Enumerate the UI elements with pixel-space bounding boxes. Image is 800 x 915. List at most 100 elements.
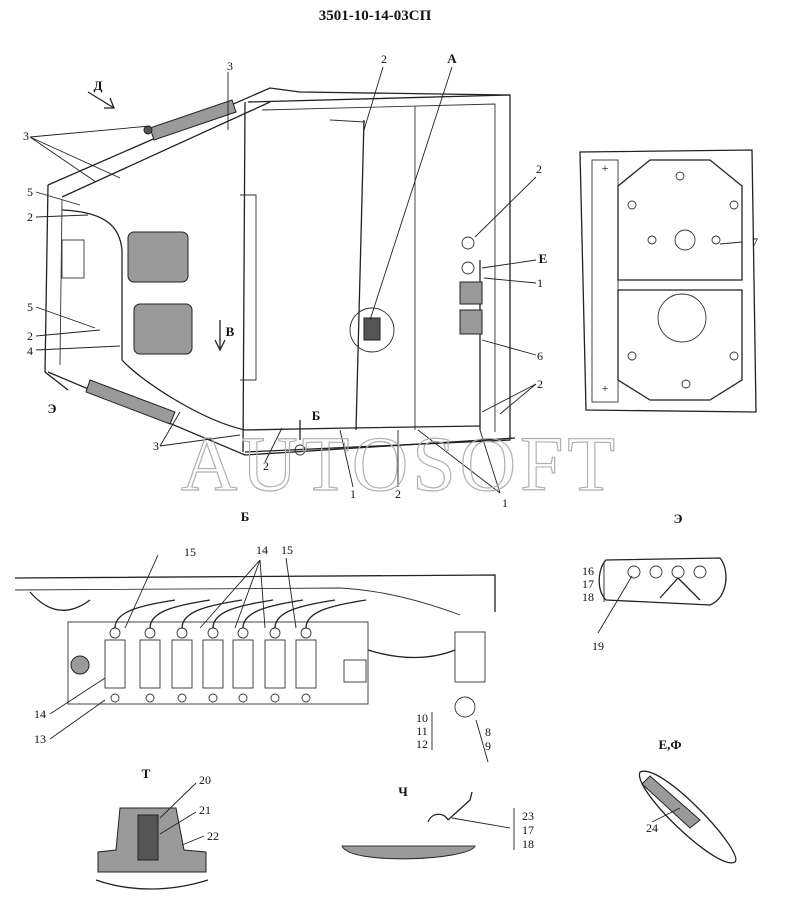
- leader-2-top: [363, 66, 384, 131]
- callout-6: 6: [537, 349, 543, 363]
- fuse-terminal-bottom: [301, 693, 311, 703]
- view-ch-title: Ч: [398, 784, 408, 799]
- callout-18: 18: [582, 590, 594, 604]
- view-e-terminal: Э 16 17 18 19: [582, 511, 727, 653]
- leader-4: [35, 345, 121, 351]
- view-t-title: Т: [142, 766, 151, 781]
- callout-2-top: 2: [381, 52, 387, 66]
- view-letter-a: А: [447, 51, 457, 66]
- view-ch-section: Ч 23 17 18: [341, 784, 534, 860]
- leader-e: [481, 259, 537, 269]
- fuse-terminal-bottom: [110, 693, 120, 703]
- callout-14-side: 14: [34, 707, 46, 721]
- fuse-terminal-top: [176, 627, 188, 639]
- relay-box: [61, 239, 85, 279]
- detail-a-component: [363, 317, 381, 341]
- leader-2-upper: [35, 214, 89, 218]
- fuse-terminal-top: [207, 627, 219, 639]
- callout-1-bottom-a: 1: [350, 487, 356, 501]
- panel-lower-plate: [617, 289, 743, 401]
- callout-5-upper: 5: [27, 185, 33, 199]
- callout-23: 23: [522, 809, 534, 823]
- leader-8-9: [475, 719, 489, 763]
- callout-17-ch: 17: [522, 823, 534, 837]
- callout-1-bottom-b: 1: [502, 496, 508, 510]
- front-pillar-inner: [59, 199, 63, 366]
- view-b-title: Б: [241, 509, 250, 524]
- panel-outline: [579, 149, 757, 413]
- bulb-clip: [427, 813, 449, 823]
- fuse-wire: [212, 599, 274, 629]
- view-arrow-d: [87, 91, 115, 109]
- fuse-terminal-top: [269, 627, 281, 639]
- screw-8: [681, 379, 691, 389]
- lamp-base-section: [341, 845, 476, 860]
- leader-23: [451, 817, 511, 829]
- side-unit-lower: [459, 309, 483, 335]
- leader-1-right: [483, 277, 537, 284]
- leader-2-right-low: [481, 383, 537, 415]
- callout-9: 9: [485, 739, 491, 753]
- fuse-wire: [274, 599, 336, 629]
- panel-detail-view: + + 7: [579, 149, 758, 413]
- fuse-wire: [114, 599, 176, 629]
- callout-14-top: 14: [256, 543, 268, 557]
- callout-3-top: 3: [227, 59, 233, 73]
- door-pillar: [242, 101, 246, 453]
- fuse-block-harness: [367, 649, 456, 659]
- switch-lower: [461, 261, 475, 275]
- callout-2-bottom-b: 2: [395, 487, 401, 501]
- fuse-terminal-top: [300, 627, 312, 639]
- connector-b: [294, 444, 306, 456]
- fuse-holder: [139, 639, 161, 689]
- fuse-wire: [149, 599, 211, 629]
- fuse-terminal-bottom: [238, 693, 248, 703]
- leader-5-lower: [35, 306, 96, 329]
- callout-2-bottom-a: 2: [263, 459, 269, 473]
- screw-4: [647, 235, 657, 245]
- callout-15-left: 15: [184, 545, 196, 559]
- fuse-holder: [171, 639, 193, 689]
- leader-2-bottom-a: [264, 427, 283, 463]
- leader-3-bottom: [159, 411, 241, 447]
- callout-7: 7: [752, 235, 758, 249]
- callout-21: 21: [199, 803, 211, 817]
- leader-1-bottom-a: [339, 429, 354, 488]
- view-arrow-v: [214, 320, 226, 352]
- cab-inner-frame: [261, 103, 496, 432]
- panel-center-stud: [674, 229, 696, 251]
- leader-21: [159, 811, 197, 835]
- panel-terminal-strip: [591, 159, 619, 403]
- floor-harness-duct: [85, 379, 176, 425]
- callout-2-upper-left: 2: [27, 210, 33, 224]
- document-code: 3501-10-14-03СП: [319, 8, 432, 24]
- view-b-frame-rail: [14, 587, 461, 616]
- fuse-terminal-top: [109, 627, 121, 639]
- connector-plug: [454, 696, 476, 718]
- leader-19: [597, 575, 633, 634]
- screw-7: [729, 351, 739, 361]
- terminal-stud-1: [627, 565, 641, 579]
- view-letter-v: В: [226, 324, 235, 339]
- screw-3: [729, 200, 739, 210]
- callout-3-bottom: 3: [153, 439, 159, 453]
- side-unit-upper: [459, 281, 483, 305]
- screw-2: [627, 200, 637, 210]
- callout-24: 24: [646, 821, 658, 835]
- view-letter-b-arrow: Б: [312, 408, 321, 423]
- leader-22: [181, 835, 205, 846]
- blower-unit-upper: [127, 231, 189, 283]
- fuse-terminal-bottom: [270, 693, 280, 703]
- main-harness-wire: [61, 209, 481, 431]
- callout-12: 12: [416, 737, 428, 751]
- fuse-row: [104, 599, 367, 703]
- lamp-lens: [95, 879, 209, 890]
- leader-3-left: [29, 125, 151, 183]
- fuse-block-knob: [70, 655, 90, 675]
- fuse-wire: [242, 599, 304, 629]
- plus-sign-top: +: [602, 161, 609, 175]
- door-hinge-plate: [240, 194, 257, 381]
- front-pillar: [44, 184, 69, 391]
- terminal-stud-3: [671, 565, 685, 579]
